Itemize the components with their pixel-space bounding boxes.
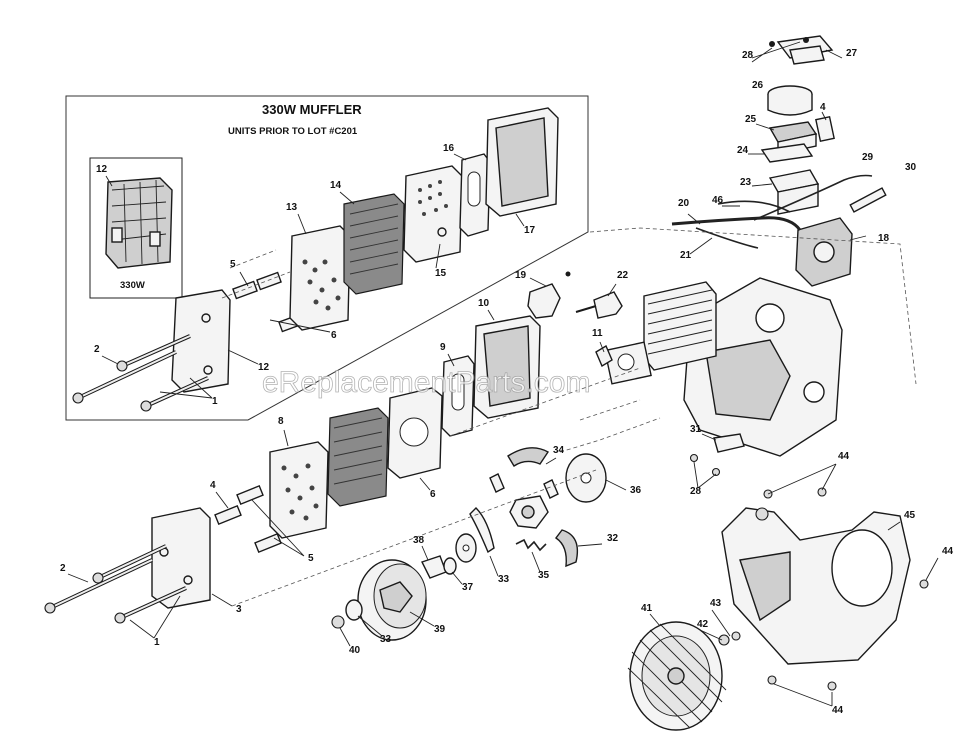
needle-bearing-38 [421, 555, 447, 579]
part-callout-46: 46 [712, 195, 724, 206]
part-callout-10: 10 [478, 298, 490, 309]
intake-stack [760, 35, 835, 215]
spark-plug-22 [593, 291, 623, 319]
part-callout-18: 18 [878, 233, 890, 244]
muffler-assembly-lower [44, 315, 541, 624]
part-callout-19: 19 [515, 270, 527, 281]
part-callout-2: 2 [60, 563, 66, 574]
flywheel-41 [627, 621, 741, 731]
watermark: eReplacementParts.com [262, 366, 590, 399]
model-330w-box [89, 157, 183, 299]
part-callout-44: 44 [832, 705, 844, 716]
baffle-plate-15 [403, 165, 463, 263]
part-callout-14: 14 [330, 180, 342, 191]
part-callout-15: 15 [435, 268, 447, 279]
part-callout-23: 23 [740, 177, 752, 188]
part-callout-6: 6 [430, 489, 436, 500]
part-callout-32: 32 [607, 533, 619, 544]
part-callout-4: 4 [210, 480, 216, 491]
inset-subtitle: UNITS PRIOR TO LOT #C201 [228, 126, 358, 137]
part-callout-35: 35 [538, 570, 550, 581]
part-callout-26: 26 [752, 80, 764, 91]
part-callout-11: 11 [592, 328, 603, 339]
part-callout-40: 40 [349, 645, 361, 656]
part-callout-27: 27 [846, 48, 858, 59]
part-callout-1: 1 [212, 396, 218, 407]
part-callout-29: 29 [862, 152, 874, 163]
inset-muffler-panel: 330W MUFFLER UNITS PRIOR TO LOT #C201 33… [65, 95, 589, 421]
bolts-lower [44, 544, 187, 624]
cylinder-fins [643, 281, 717, 371]
misc-hardware [595, 344, 745, 477]
alignment-lines [221, 227, 917, 607]
model-label: 330W [120, 280, 145, 291]
part-callout-12: 12 [258, 362, 270, 373]
clutch-group [331, 447, 607, 641]
part-callout-17: 17 [524, 225, 536, 236]
part-callout-8: 8 [278, 416, 284, 427]
part-callout-42: 42 [697, 619, 709, 630]
spark-plug-boot-19 [527, 283, 561, 319]
part-callout-20: 20 [678, 198, 690, 209]
leader-lines [67, 41, 939, 707]
part-callout-24: 24 [737, 145, 749, 156]
gasket-24 [760, 143, 814, 163]
part-callout-6: 6 [331, 330, 337, 341]
spark-arrestor-mesh [327, 407, 389, 507]
part-callout-13: 13 [286, 202, 298, 213]
part-callout-5: 5 [308, 553, 314, 564]
part-callout-39: 39 [434, 624, 446, 635]
muffler-screen-13 [289, 225, 351, 331]
spark-plug-group [527, 271, 623, 319]
part-callout-22: 22 [617, 270, 629, 281]
part-callout-28: 28 [742, 50, 754, 61]
clutch-drum-39 [357, 559, 427, 641]
muffler-body-inset [171, 289, 231, 393]
part-callout-34: 34 [553, 445, 565, 456]
part-callout-28: 28 [690, 486, 702, 497]
part-callout-2: 2 [94, 344, 100, 355]
part-callout-12: 12 [96, 164, 108, 175]
part-callout-16: 16 [443, 143, 455, 154]
part-callout-36: 36 [630, 485, 642, 496]
part-callout-33: 33 [380, 634, 392, 645]
bolts-inset [72, 334, 209, 412]
part-callout-4: 4 [820, 102, 826, 113]
part-callout-37: 37 [462, 582, 474, 593]
part-callout-9: 9 [440, 342, 446, 353]
part-callout-41: 41 [641, 603, 653, 614]
part-callout-25: 25 [745, 114, 757, 125]
part-callout-21: 21 [680, 250, 692, 261]
complete-muffler-illustration [105, 177, 173, 269]
fan-housing-45 [721, 487, 929, 691]
part-callout-1: 1 [154, 637, 160, 648]
muffler-screen-8 [269, 441, 329, 539]
engine-block [604, 217, 853, 457]
part-callout-33: 33 [498, 574, 510, 585]
part-callout-3: 3 [236, 604, 242, 615]
part-callout-43: 43 [710, 598, 722, 609]
clutch-shoe-32 [554, 529, 579, 568]
part-callout-30: 30 [905, 162, 917, 173]
muffler-plate-3 [151, 507, 211, 609]
spark-arrestor-mesh-14 [343, 193, 405, 295]
clutch-shoe-34 [507, 447, 550, 467]
part-callout-44: 44 [838, 451, 850, 462]
part-callout-5: 5 [230, 259, 236, 270]
part-callout-31: 31 [690, 424, 702, 435]
part-callout-38: 38 [413, 535, 425, 546]
part-callout-45: 45 [904, 510, 916, 521]
inset-title: 330W MUFFLER [262, 102, 362, 117]
part-callout-44: 44 [942, 546, 954, 557]
